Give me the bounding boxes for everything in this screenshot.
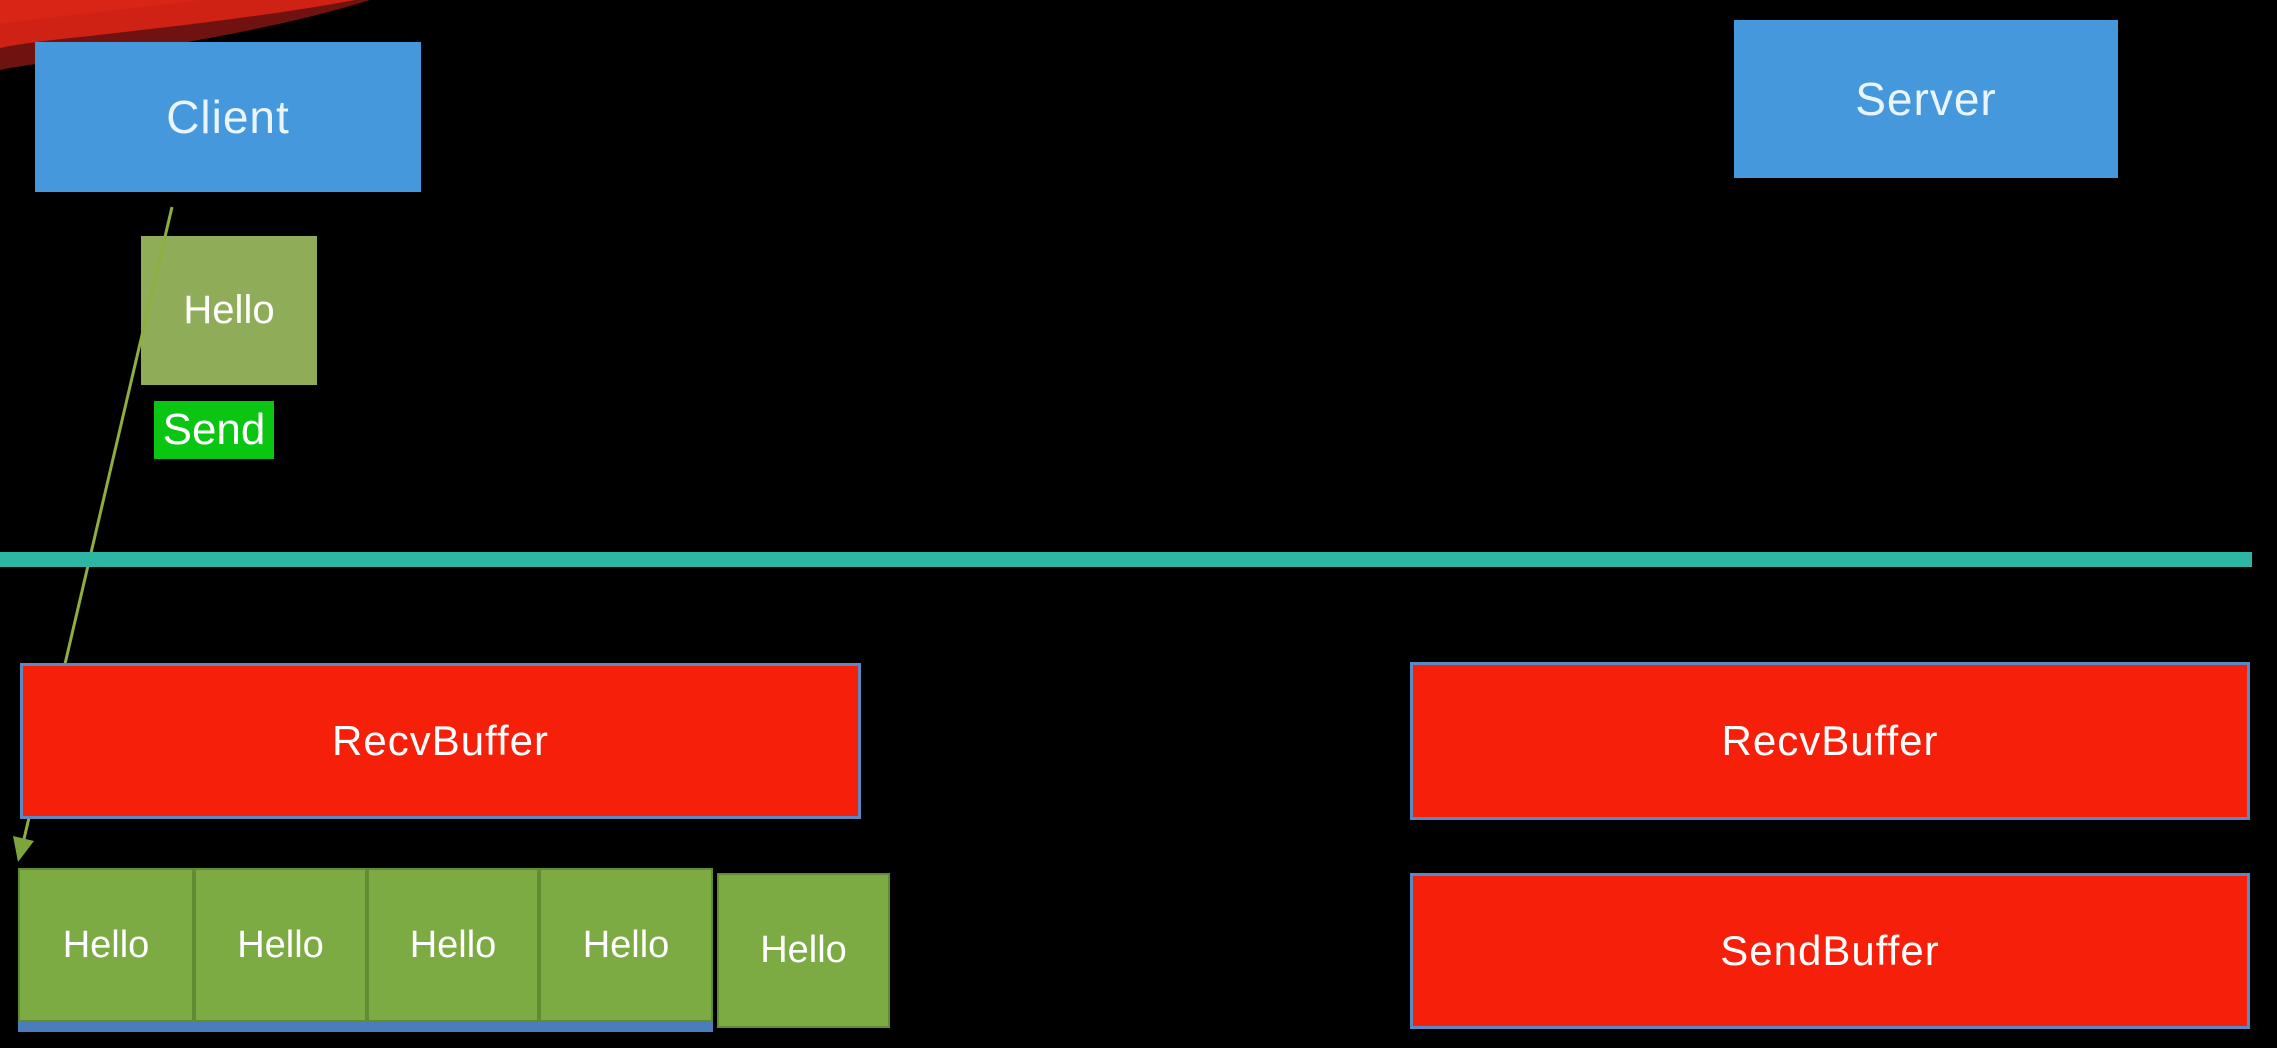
client-node-label: Client bbox=[166, 91, 290, 143]
message-hello-box: Hello bbox=[141, 236, 317, 385]
server-recv-buffer-label: RecvBuffer bbox=[1721, 717, 1939, 764]
network-divider-line bbox=[0, 552, 2252, 567]
send-action-highlight: Send bbox=[154, 401, 274, 459]
message-hello-label: Hello bbox=[183, 288, 275, 332]
queue-item-hello: Hello bbox=[194, 868, 367, 1022]
server-recv-buffer-box: RecvBuffer bbox=[1410, 662, 2250, 820]
queue-item-hello: Hello bbox=[539, 868, 713, 1022]
queue-item-label: Hello bbox=[237, 923, 324, 966]
client-recv-buffer-label: RecvBuffer bbox=[332, 717, 549, 764]
queue-item-label: Hello bbox=[760, 929, 847, 971]
queue-underline bbox=[18, 1022, 713, 1032]
client-recv-buffer-box: RecvBuffer bbox=[20, 663, 861, 819]
server-node-box: Server bbox=[1734, 20, 2118, 178]
queue-item-hello: Hello bbox=[367, 868, 539, 1022]
queue-item-label: Hello bbox=[582, 923, 670, 966]
client-node-box: Client bbox=[35, 42, 421, 192]
send-action-label: Send bbox=[162, 405, 266, 454]
queue-item-label: Hello bbox=[62, 923, 150, 966]
queue-item-label: Hello bbox=[409, 923, 497, 966]
server-node-label: Server bbox=[1855, 73, 1997, 125]
queue-item-hello: Hello bbox=[18, 868, 194, 1022]
server-send-buffer-box: SendBuffer bbox=[1410, 873, 2250, 1029]
server-send-buffer-label: SendBuffer bbox=[1720, 927, 1940, 974]
queue-item-hello: Hello bbox=[717, 873, 890, 1028]
